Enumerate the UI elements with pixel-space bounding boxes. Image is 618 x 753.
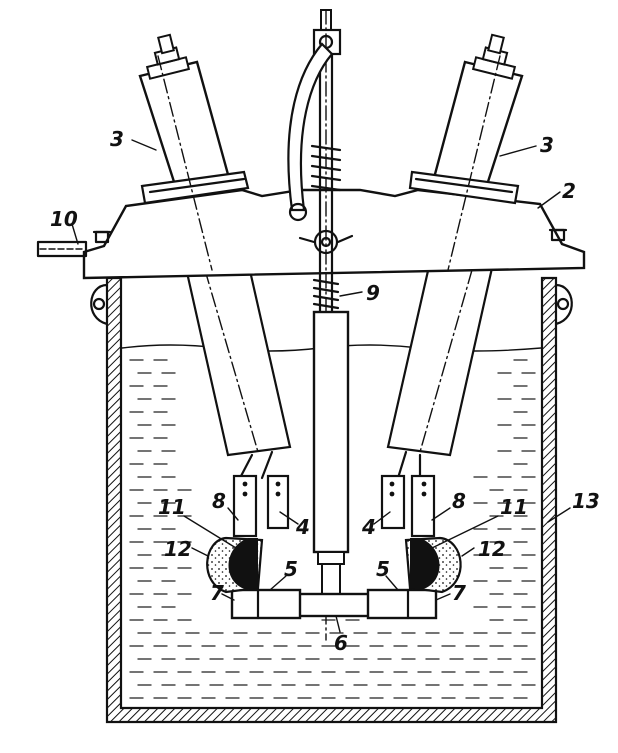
label-spring: 9 bbox=[366, 281, 380, 305]
callouts: 3 3 2 10 9 8 8 4 4 11 11 12 12 13 5 5 7 … bbox=[50, 127, 600, 655]
oil-fill bbox=[129, 359, 536, 699]
label-bushing-right: 3 bbox=[540, 133, 554, 157]
label-rod-right: 4 bbox=[361, 515, 376, 539]
label-bridge-left: 5 bbox=[284, 557, 298, 581]
label-cover: 2 bbox=[562, 179, 576, 203]
bushing-lower-right bbox=[386, 260, 494, 457]
label-sleeve-right: 12 bbox=[478, 537, 506, 561]
terminal-stub bbox=[36, 240, 88, 258]
bushing-lower-left bbox=[184, 260, 292, 457]
bushing-upper-right bbox=[408, 33, 524, 271]
label-sleeve-left: 12 bbox=[164, 537, 192, 561]
label-arc-right: 11 bbox=[500, 495, 528, 519]
label-arc-left: 11 bbox=[158, 495, 186, 519]
tank-lug-right bbox=[554, 283, 573, 326]
tank-lug-left bbox=[90, 283, 109, 326]
fixed-contact-right bbox=[380, 450, 462, 594]
label-bushing-left: 3 bbox=[110, 127, 124, 151]
label-tank: 13 bbox=[572, 489, 600, 513]
traverse-bridge bbox=[230, 588, 438, 620]
leader-lines bbox=[71, 139, 571, 633]
label-bridge-right: 5 bbox=[376, 557, 390, 581]
tank bbox=[90, 276, 573, 724]
drive-mechanism bbox=[287, 9, 354, 641]
label-terminal: 10 bbox=[50, 207, 78, 231]
bushing-upper-left bbox=[138, 33, 250, 271]
label-contact-right: 8 bbox=[452, 489, 466, 513]
label-traverse: 6 bbox=[334, 631, 348, 655]
label-rod-left: 4 bbox=[295, 515, 310, 539]
fixed-contact-left bbox=[206, 450, 290, 594]
label-tip-right: 7 bbox=[452, 581, 466, 605]
label-tip-left: 7 bbox=[210, 581, 224, 605]
label-contact-left: 8 bbox=[212, 489, 226, 513]
